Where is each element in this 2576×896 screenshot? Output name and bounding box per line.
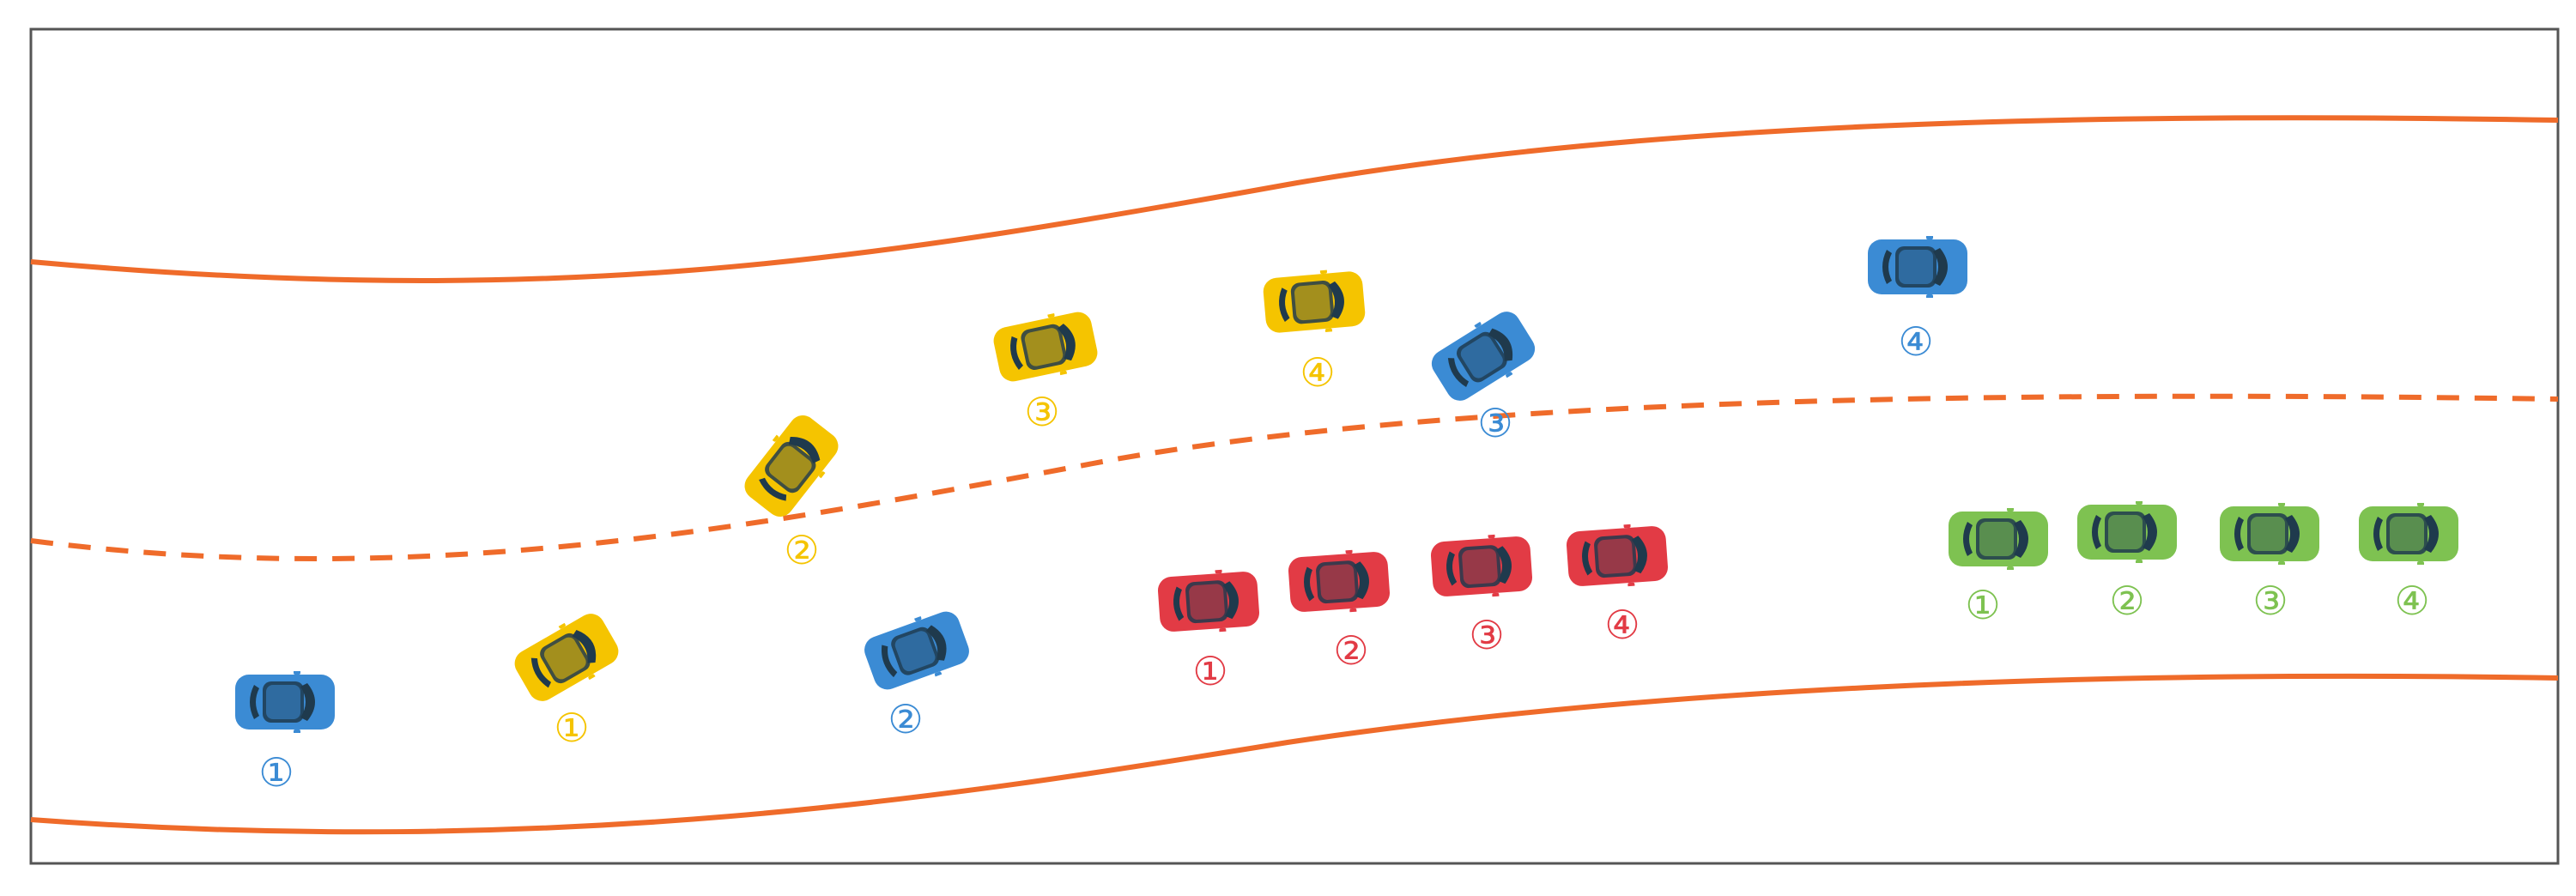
yellow-vehicle-label-4: ④: [1300, 349, 1335, 396]
yellow-vehicle-label-1: ①: [554, 705, 589, 751]
green-vehicle-label-4: ④: [2394, 578, 2429, 624]
car-icon: [2359, 503, 2458, 565]
car-icon: [235, 671, 335, 733]
green-vehicle-3: [2220, 503, 2319, 565]
road-lower-edge: [30, 673, 2559, 835]
red-vehicle-label-4: ④: [1604, 602, 1640, 648]
yellow-vehicle-label-3: ③: [1024, 389, 1059, 435]
road-upper-edge: [30, 115, 2559, 283]
blue-vehicle-label-1: ①: [258, 749, 294, 796]
diagram-frame: [29, 27, 2560, 865]
blue-vehicle-4: [1868, 236, 1967, 298]
green-vehicle-label-3: ③: [2252, 578, 2288, 624]
blue-vehicle-1: [235, 671, 335, 733]
red-vehicle-label-3: ③: [1469, 612, 1504, 658]
green-vehicle-4: [2359, 503, 2458, 565]
lane-divider: [30, 393, 2559, 562]
green-vehicle-label-1: ①: [1965, 582, 2000, 628]
green-vehicle-2: [2077, 501, 2177, 563]
red-vehicle-label-2: ②: [1333, 627, 1368, 674]
car-icon: [1868, 236, 1967, 298]
red-vehicle-label-1: ①: [1192, 648, 1227, 694]
car-icon: [2077, 501, 2177, 563]
green-vehicle-1: [1949, 508, 2048, 570]
blue-vehicle-label-2: ②: [888, 696, 923, 742]
green-vehicle-label-2: ②: [2109, 578, 2144, 624]
vehicles-layer: ① ② ③ ④ ① ② ③ ④ ① ② ③ ④ ① ② ③ ④: [235, 236, 2458, 796]
blue-vehicle-label-4: ④: [1898, 318, 1933, 365]
car-icon: [1949, 508, 2048, 570]
yellow-vehicle-label-2: ②: [784, 527, 819, 573]
blue-vehicle-label-3: ③: [1477, 400, 1512, 446]
car-icon: [2220, 503, 2319, 565]
